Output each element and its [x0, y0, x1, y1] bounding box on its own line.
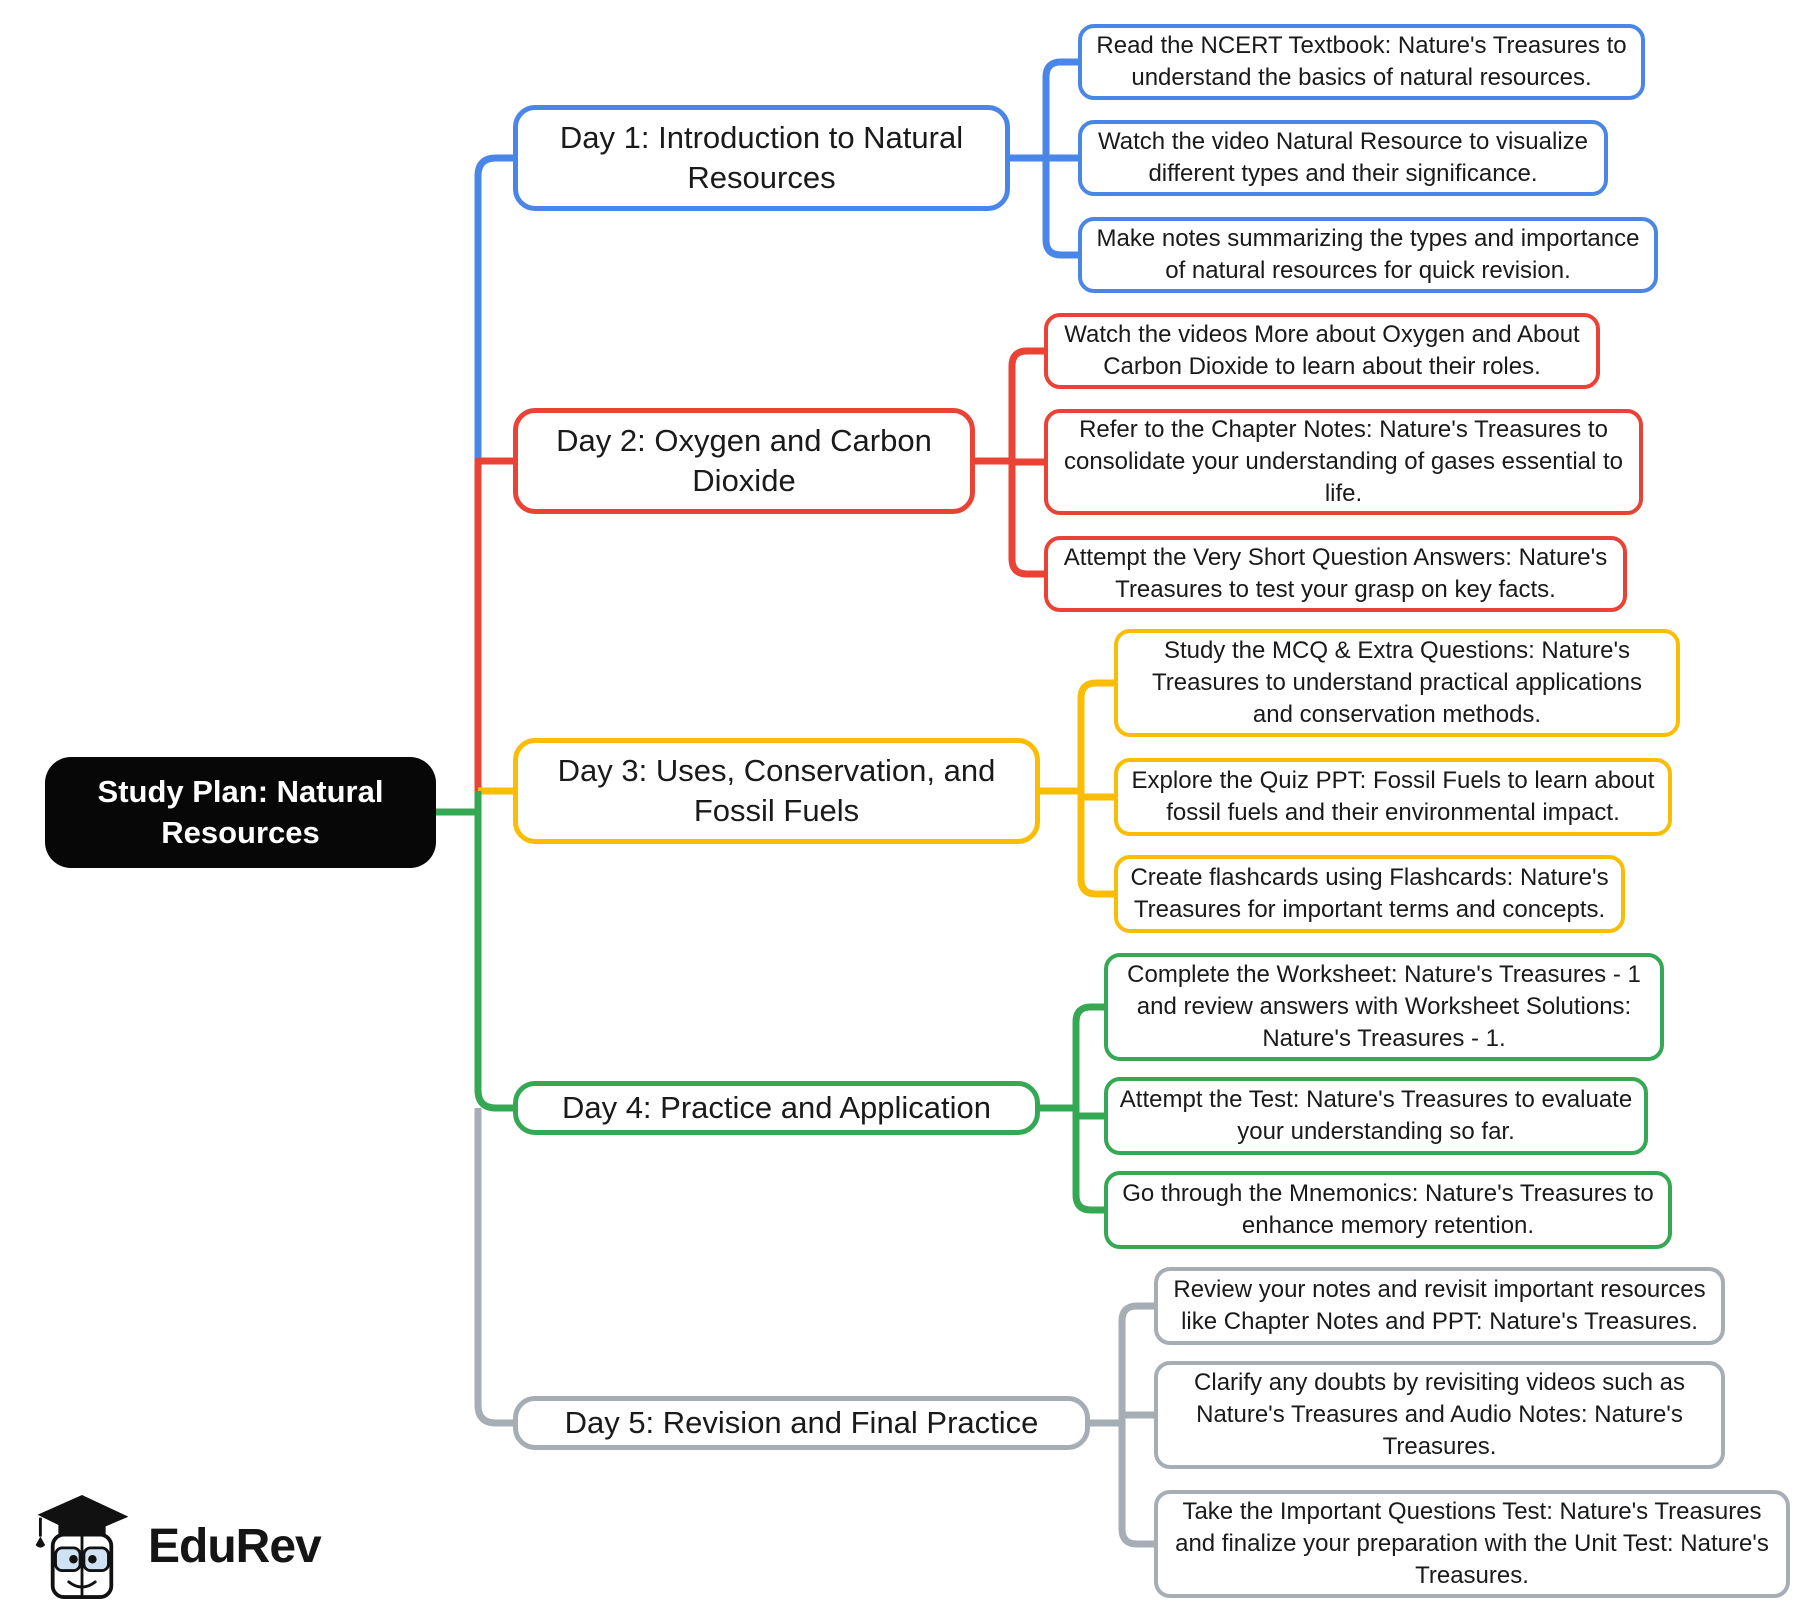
branch-label-day5: Day 5: Revision and Final Practice: [564, 1404, 1039, 1440]
edurev-logo-text: EduRev: [148, 1519, 322, 1573]
task-text: Clarify any doubts by revisiting videos …: [1194, 1368, 1685, 1461]
task-leaf-day2-1[interactable]: Watch the videos More about Oxygen and A…: [1044, 313, 1600, 389]
task-text: Attempt the Test: Nature's Treasures to …: [1119, 1085, 1633, 1145]
task-leaf-day1-3[interactable]: Make notes summarizing the types and imp…: [1078, 217, 1658, 293]
task-leaf-day4-2[interactable]: Attempt the Test: Nature's Treasures to …: [1104, 1077, 1648, 1155]
branch-label-day3: Day 3: Uses, Conservation, and Fossil Fu…: [557, 752, 996, 828]
task-text: Refer to the Chapter Notes: Nature's Tre…: [1063, 415, 1624, 508]
task-text: Study the MCQ & Extra Questions: Nature'…: [1151, 636, 1643, 729]
task-text: Make notes summarizing the types and imp…: [1096, 224, 1640, 284]
branch-node-day5[interactable]: Day 5: Revision and Final Practice: [513, 1396, 1090, 1450]
task-leaf-day5-1[interactable]: Review your notes and revisit important …: [1154, 1267, 1725, 1345]
branch-node-day2[interactable]: Day 2: Oxygen and Carbon Dioxide: [513, 408, 975, 514]
connector-day4: [436, 791, 1104, 1214]
task-leaf-day4-1[interactable]: Complete the Worksheet: Nature's Treasur…: [1104, 953, 1664, 1061]
task-leaf-day5-3[interactable]: Take the Important Questions Test: Natur…: [1154, 1490, 1790, 1598]
connector-day5: [474, 1108, 1154, 1548]
task-leaf-day3-2[interactable]: Explore the Quiz PPT: Fossil Fuels to le…: [1114, 758, 1672, 836]
task-text: Watch the videos More about Oxygen and A…: [1064, 320, 1580, 380]
task-text: Explore the Quiz PPT: Fossil Fuels to le…: [1131, 766, 1655, 826]
task-text: Watch the video Natural Resource to visu…: [1097, 127, 1588, 187]
task-leaf-day3-1[interactable]: Study the MCQ & Extra Questions: Nature'…: [1114, 629, 1680, 737]
task-text: Take the Important Questions Test: Natur…: [1175, 1497, 1769, 1590]
task-text: Go through the Mnemonics: Nature's Treas…: [1122, 1179, 1654, 1239]
task-text: Complete the Worksheet: Nature's Treasur…: [1127, 960, 1641, 1053]
task-leaf-day5-2[interactable]: Clarify any doubts by revisiting videos …: [1154, 1361, 1725, 1469]
task-text: Review your notes and revisit important …: [1173, 1275, 1706, 1335]
root-node: Study Plan: Natural Resources: [45, 757, 436, 868]
branch-node-day4[interactable]: Day 4: Practice and Application: [513, 1081, 1040, 1135]
connector-day2: [474, 347, 1044, 791]
branch-node-day3[interactable]: Day 3: Uses, Conservation, and Fossil Fu…: [513, 738, 1040, 844]
connector-day3: [478, 679, 1114, 898]
branch-label-day1: Day 1: Introduction to Natural Resources: [559, 119, 964, 195]
branch-label-day4: Day 4: Practice and Application: [561, 1089, 992, 1125]
task-leaf-day1-1[interactable]: Read the NCERT Textbook: Nature's Treasu…: [1078, 24, 1645, 100]
task-text: Attempt the Very Short Question Answers:…: [1063, 543, 1608, 603]
branch-label-day2: Day 2: Oxygen and Carbon Dioxide: [556, 422, 932, 498]
task-text: Read the NCERT Textbook: Nature's Treasu…: [1096, 31, 1627, 91]
edurev-mascot-icon: [35, 1494, 129, 1599]
task-leaf-day4-3[interactable]: Go through the Mnemonics: Nature's Treas…: [1104, 1171, 1672, 1249]
edurev-logo[interactable]: EduRev: [30, 1488, 322, 1604]
connector-day1: [474, 58, 1078, 461]
root-label: Study Plan: Natural Resources: [97, 774, 384, 850]
task-leaf-day2-3[interactable]: Attempt the Very Short Question Answers:…: [1044, 536, 1627, 612]
branch-node-day1[interactable]: Day 1: Introduction to Natural Resources: [513, 105, 1010, 211]
task-leaf-day1-2[interactable]: Watch the video Natural Resource to visu…: [1078, 120, 1608, 196]
task-text: Create flashcards using Flashcards: Natu…: [1130, 863, 1609, 923]
task-leaf-day2-2[interactable]: Refer to the Chapter Notes: Nature's Tre…: [1044, 409, 1643, 515]
task-leaf-day3-3[interactable]: Create flashcards using Flashcards: Natu…: [1114, 855, 1625, 933]
